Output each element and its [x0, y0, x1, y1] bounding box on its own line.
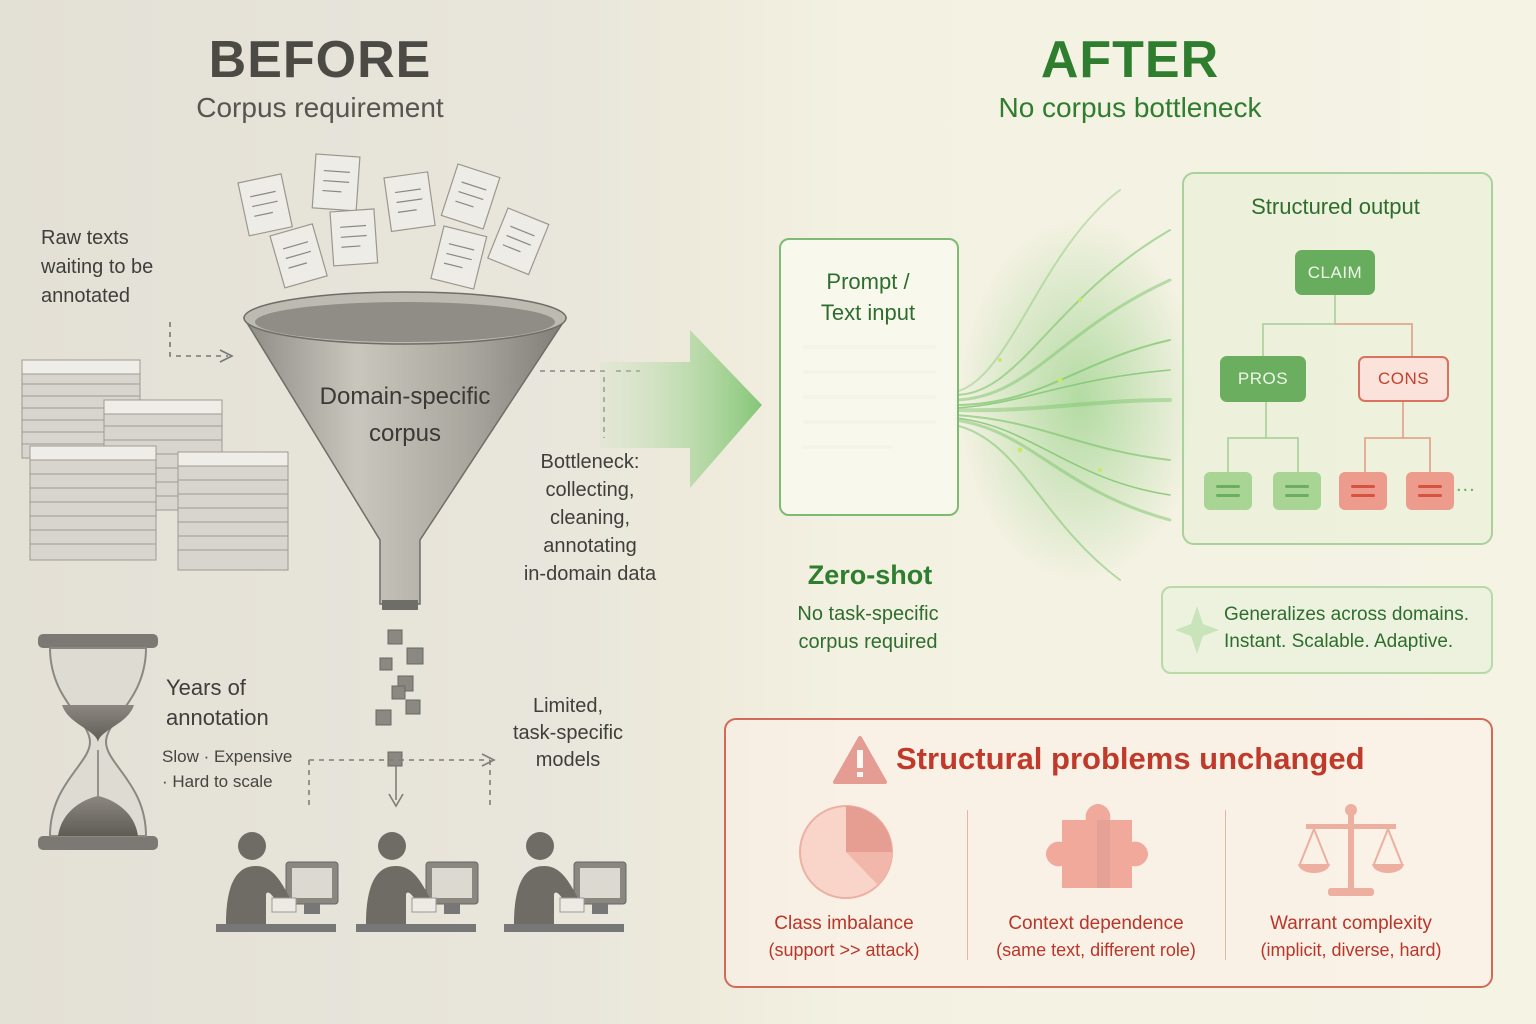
falling-cubes — [375, 629, 424, 767]
cons-node: CONS — [1358, 356, 1449, 402]
problem-name-class-imbalance: Class imbalance — [774, 913, 914, 934]
pros-leaf-node — [1273, 472, 1321, 510]
problem-desc-class-imbalance: (support >> attack) — [768, 940, 920, 960]
problem-name-context-dependence: Context dependence — [1008, 913, 1184, 934]
problem-desc-warrant-complexity: (implicit, diverse, hard) — [1260, 940, 1442, 960]
funnel-label: Domain-specific corpus — [319, 383, 491, 447]
divider — [967, 810, 968, 960]
prompt-input-label: Prompt / Text input — [820, 269, 916, 325]
flying-documents — [237, 153, 550, 290]
pros-node: PROS — [1220, 356, 1306, 402]
structural-problems-panel — [724, 718, 1493, 988]
cons-leaf-node — [1406, 472, 1454, 510]
generalizes-card — [1161, 586, 1493, 674]
transition-arrow — [600, 330, 762, 488]
zero-shot-title: Zero-shot — [807, 560, 933, 590]
raw-texts-label: Raw texts waiting to be annotated — [41, 227, 154, 307]
bottleneck-label: Bottleneck: collecting, cleaning, annota… — [523, 451, 657, 585]
pros-leaf-node — [1204, 472, 1252, 510]
bottleneck-connector — [540, 370, 605, 438]
after-title: AFTER — [1040, 31, 1220, 89]
after-subtitle: No corpus bottleneck — [998, 92, 1262, 123]
paper-stacks — [21, 359, 289, 571]
distribution-arrows — [308, 753, 496, 808]
problem-name-warrant-complexity: Warrant complexity — [1270, 913, 1432, 934]
years-of-annotation-label: Years of annotation — [166, 675, 269, 730]
divider — [1225, 810, 1226, 960]
prompt-input-card — [779, 238, 959, 516]
structural-problems-title: Structural problems unchanged — [896, 741, 1365, 776]
more-nodes-ellipsis: ... — [1456, 474, 1476, 496]
before-subtitle: Corpus requirement — [196, 92, 444, 123]
green-flow — [953, 189, 1200, 581]
claim-node: CLAIM — [1295, 250, 1375, 295]
generalizes-text: Generalizes across domains. Instant. Sca… — [1224, 604, 1469, 652]
slow-expensive-label: Slow · Expensive · Hard to scale — [162, 747, 293, 791]
hourglass-icon — [38, 634, 158, 850]
cons-leaf-node — [1339, 472, 1387, 510]
raw-texts-arrow — [169, 322, 228, 357]
limited-models-label: Limited, task-specific models — [512, 695, 624, 771]
zero-shot-subtitle: No task-specific corpus required — [797, 603, 939, 653]
problem-desc-context-dependence: (same text, different role) — [996, 940, 1196, 960]
funnel-icon — [242, 291, 568, 610]
before-title: BEFORE — [208, 31, 432, 89]
structured-output-title: Structured output — [1251, 194, 1420, 219]
annotators — [216, 832, 627, 932]
